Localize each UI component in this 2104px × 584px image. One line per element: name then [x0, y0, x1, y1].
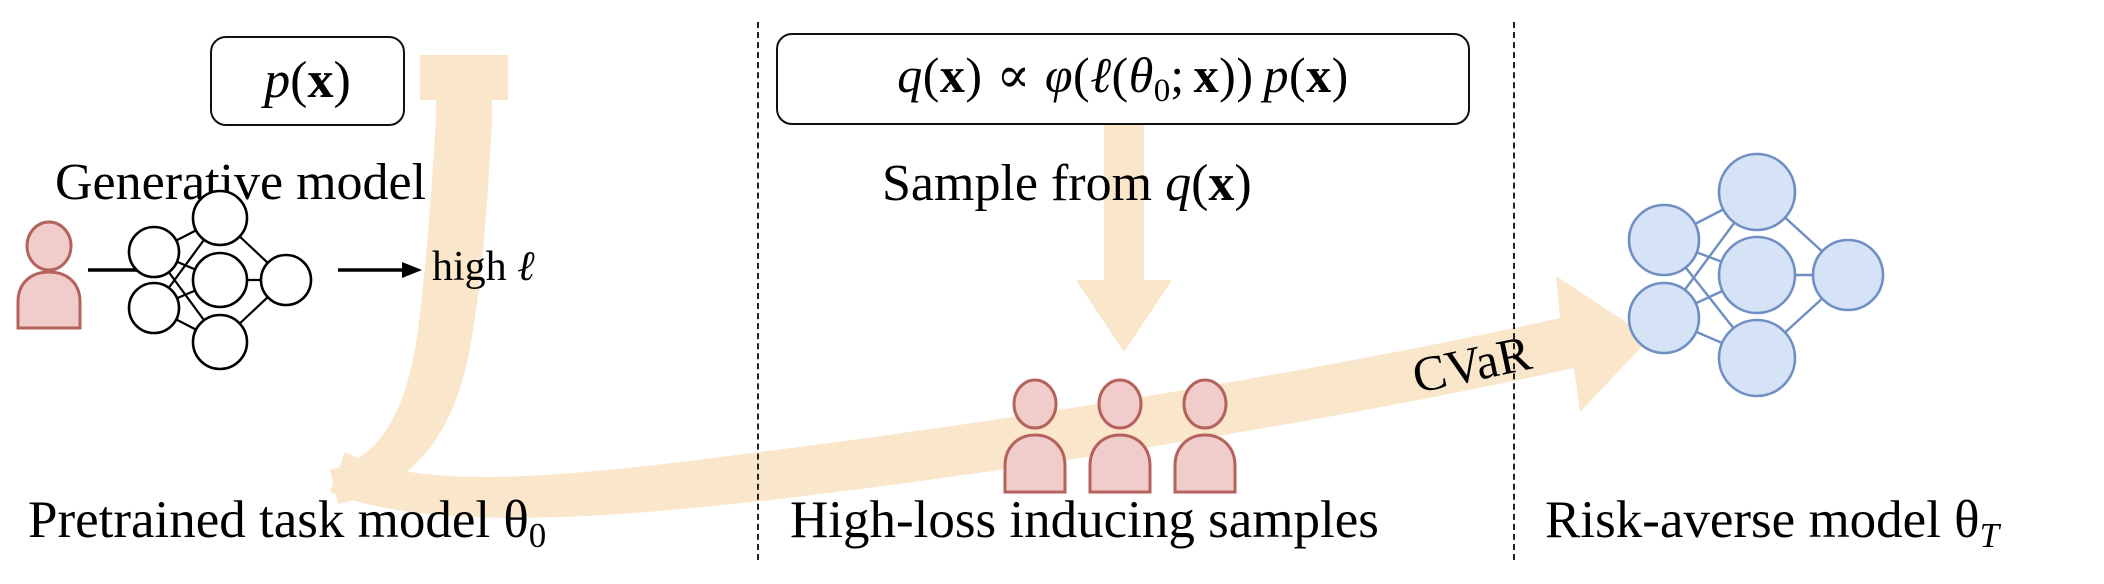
- network-node: [191, 313, 249, 371]
- panel-caption-left-subscript: 0: [528, 515, 547, 555]
- panel-caption-right-subscript: T: [1979, 515, 2000, 555]
- panel-separator-right: [1513, 22, 1515, 560]
- person-head: [1012, 378, 1058, 430]
- eq-x-2: x: [1193, 46, 1220, 103]
- person-body: [1173, 433, 1237, 494]
- network-node: [191, 189, 249, 247]
- network-node: [191, 251, 249, 309]
- person-head: [25, 220, 73, 272]
- proposal-distribution-box: q(x)∝φ(ℓ(θ0;x))p(x): [776, 33, 1470, 125]
- eq-paren-close-1: ): [965, 46, 983, 103]
- network-node: [1717, 152, 1797, 232]
- panel-caption-right: Risk-averse model θT: [1545, 494, 1999, 553]
- network-node: [1811, 238, 1885, 312]
- neural-network-icon-left: [127, 189, 313, 371]
- person-head: [1182, 378, 1228, 430]
- eq-x: x: [307, 52, 334, 109]
- eq-p-2: p: [1263, 46, 1289, 103]
- eq-paren-open-2: (: [1073, 46, 1091, 103]
- thick-curved-arrow-icon-1: [330, 55, 508, 504]
- network-node: [1627, 281, 1701, 355]
- neural-network-icon-right: [1627, 152, 1885, 398]
- eq-theta-subscript: 0: [1153, 73, 1171, 110]
- arrow-right-icon-output: [338, 262, 422, 278]
- eq-theta: θ: [1128, 46, 1154, 103]
- person-head: [1097, 378, 1143, 430]
- thick-curved-arrow-icon-2: [330, 276, 1650, 518]
- generative-model-box: p(x): [210, 36, 405, 126]
- eq-ell: ℓ: [1090, 46, 1112, 103]
- panel-caption-middle: High-loss inducing samples: [790, 491, 1379, 549]
- sample-from-text: Sample from: [882, 155, 1166, 212]
- network-node: [127, 225, 181, 279]
- eq-x-1: x: [939, 46, 966, 103]
- network-node: [1627, 203, 1701, 277]
- high-loss-label: high ℓ: [432, 246, 535, 288]
- sample-from-x: x: [1208, 155, 1235, 212]
- proposal-equation: q(x)∝φ(ℓ(θ0;x))p(x): [897, 50, 1349, 108]
- person-body: [1088, 433, 1152, 494]
- eq-semicolon: ;: [1170, 46, 1185, 103]
- eq-propto-symbol: ∝: [996, 46, 1031, 103]
- eq-paren-open: (: [290, 52, 308, 109]
- panel-caption-left: Pretrained task model θ0: [28, 494, 546, 553]
- eq-paren-close-3: ): [1219, 46, 1237, 103]
- high-loss-text: high: [432, 244, 518, 290]
- eq-paren-close-2: ): [1236, 46, 1254, 103]
- person-icon-input: [16, 220, 82, 330]
- eq-q: q: [897, 46, 923, 103]
- person-body: [1003, 433, 1067, 494]
- panel-caption-left-text: Pretrained task model θ: [28, 491, 529, 549]
- eq-p: p: [264, 52, 291, 109]
- panel-separator-left: [757, 22, 759, 560]
- loss-symbol: ℓ: [517, 244, 535, 290]
- eq-paren-open-1: (: [922, 46, 940, 103]
- eq-paren-open-3: (: [1111, 46, 1129, 103]
- eq-x-3: x: [1306, 46, 1332, 103]
- panel-caption-right-text: Risk-averse model θ: [1545, 491, 1980, 549]
- sample-from-q: q: [1165, 155, 1192, 212]
- eq-paren-open-4: (: [1288, 46, 1307, 103]
- eq-phi: φ: [1044, 46, 1074, 103]
- person-body: [16, 270, 82, 330]
- network-node: [259, 253, 313, 307]
- network-node: [1717, 235, 1797, 315]
- network-node: [1717, 318, 1797, 398]
- eq-paren-close: ): [333, 52, 351, 109]
- generative-model-equation: p(x): [264, 55, 351, 107]
- sample-from-paren-close: ): [1234, 155, 1252, 212]
- network-node: [127, 281, 181, 335]
- thick-down-arrow-icon: [1076, 118, 1172, 352]
- sample-from-label: Sample from q(x): [882, 158, 1252, 210]
- people-group-icon: [1003, 378, 1237, 494]
- sample-from-paren-open: (: [1191, 155, 1209, 212]
- eq-paren-close-4: ): [1331, 46, 1349, 103]
